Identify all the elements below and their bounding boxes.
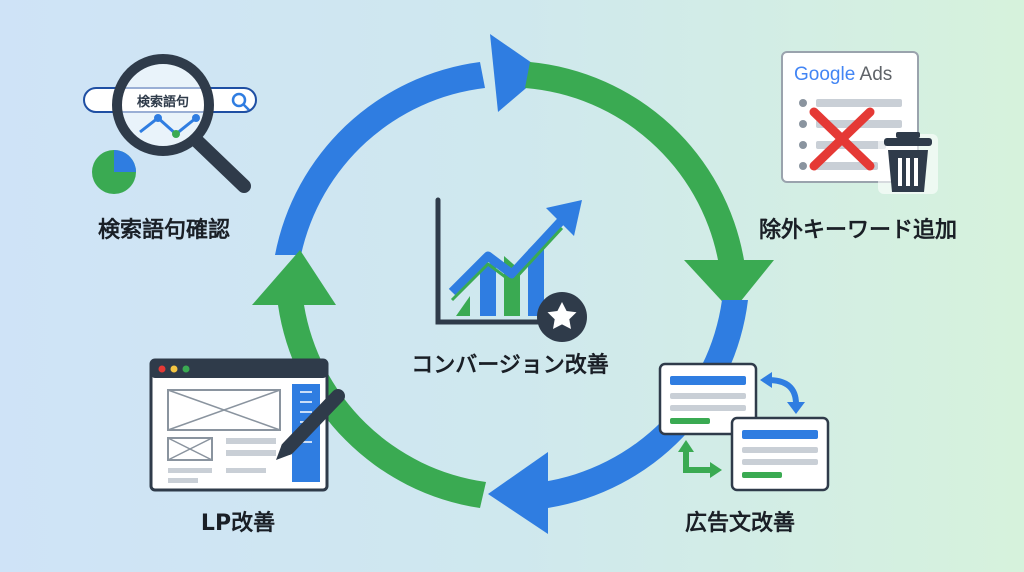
google-ads-logo: Google Ads [794,64,892,85]
ads-wordmark: Ads [860,64,893,85]
swap-arrows-icon [678,372,805,478]
magnifier-icon [112,54,251,193]
cycle-arrowhead-green-right [684,260,774,312]
cross-icon [809,107,875,171]
pie-chart-icon [92,150,136,194]
cycle-arrowhead-blue-top [490,34,545,112]
browser-window-icon [149,358,329,492]
google-wordmark: Google [794,64,855,85]
trash-icon [878,132,938,194]
step-label-search-terms: 検索語句確認 [97,218,231,243]
search-box-text: 検索語句 [137,94,189,110]
star-badge-icon [537,292,587,342]
pencil-icon [276,389,345,460]
ad-copy-card-front [730,416,830,492]
cycle-arrowhead-green-left [252,250,336,305]
cycle-arrowhead-blue-bottom [488,452,548,534]
rising-chart-icon [435,197,582,325]
cycle-arrow-blue-top [275,62,485,255]
center-label: コンバージョン改善 [411,353,609,378]
step-label-negative-keywords: 除外キーワード追加 [758,218,958,243]
ad-copy-card-back [658,362,758,436]
step-label-ad-copy: 広告文改善 [684,511,796,536]
step-label-landing-page: LP改善 [200,511,276,536]
cycle-arrow-green-right [525,62,744,260]
